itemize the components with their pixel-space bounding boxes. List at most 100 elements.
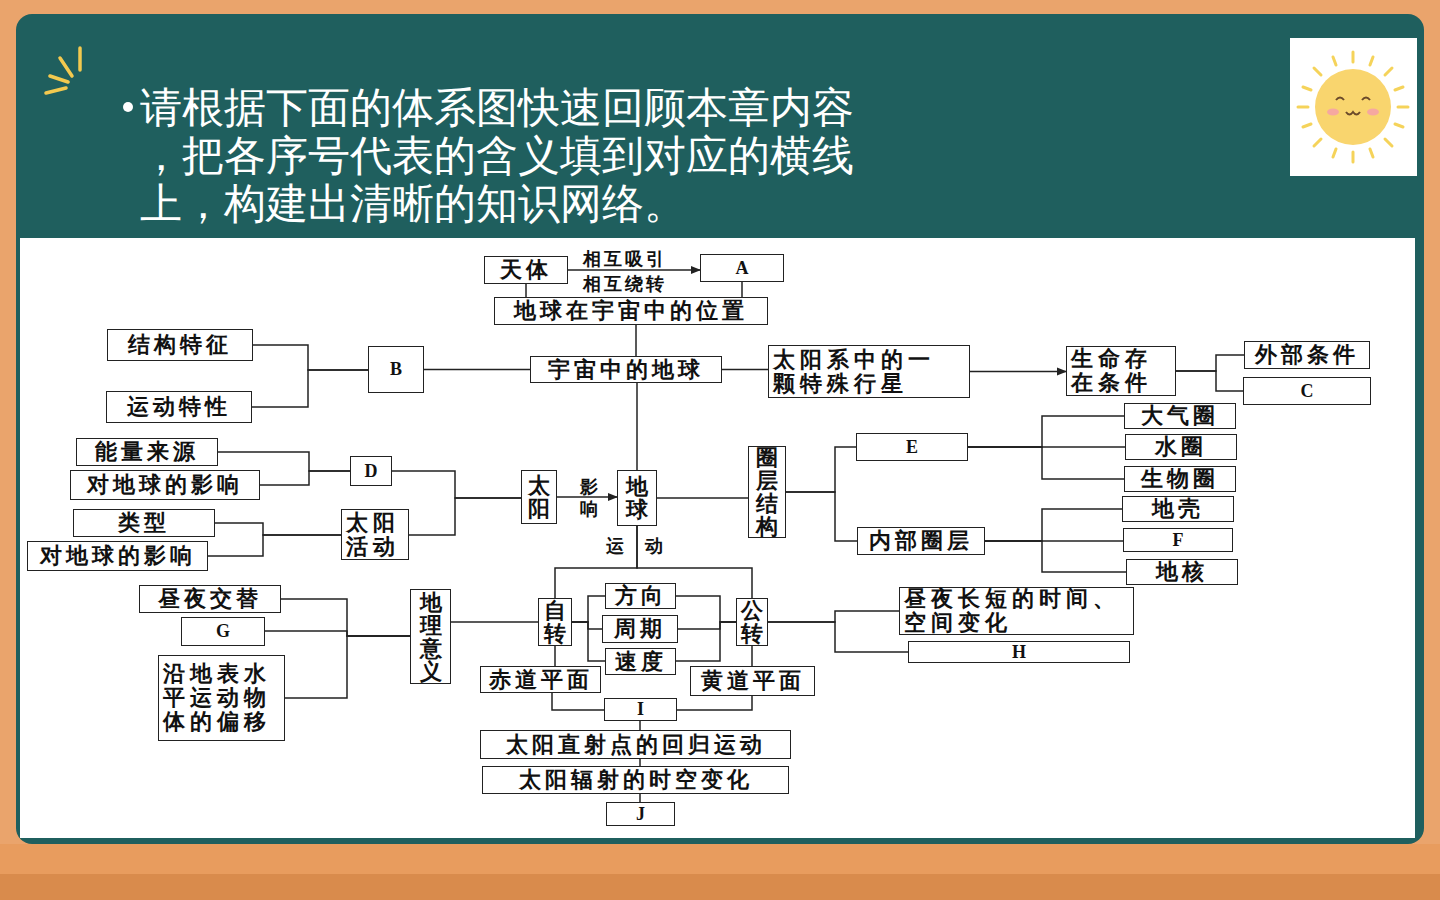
sun-ray [1303,124,1311,127]
node-text: 太阳直射点的回归运动 [506,733,766,757]
concept-box: 运动特性 [106,391,252,423]
vertical-concept-box: 地理意义 [410,589,451,684]
node-text: D [365,461,378,482]
concept-box: 对地球的影响 [27,541,208,571]
node-text: J [636,804,645,825]
connector-line [639,721,641,730]
vertical-concept-box: 地球 [617,470,657,526]
node-text: G [216,621,230,642]
node-text: 生命存 在条件 [1071,347,1171,395]
node-text: 圈层结构 [749,446,785,538]
connector-line [218,452,350,471]
node-text: 天体 [500,258,552,282]
connector-arrow [970,371,1066,373]
connector-line [768,622,908,652]
node-text: 结构特征 [128,333,232,357]
connector-line [985,509,1122,541]
node-text: 宇宙中的地球 [548,358,704,382]
node-text: 黄道平面 [701,669,805,693]
node-text: 太阳系中的一 颗特殊行星 [773,348,965,396]
connector-line [424,369,530,371]
connector-line [677,696,752,710]
decor-stroke [60,58,72,76]
blank-key-box: D [350,456,392,486]
edge-label: 相互吸引 [583,249,667,269]
concept-box: 方向 [605,583,676,609]
connector-line [768,611,899,622]
concept-box: 类型 [73,509,215,537]
sun-eye [1362,98,1370,101]
node-text: 太阳辐射的时空变化 [519,768,753,792]
node-text: A [736,258,749,279]
node-text: C [1301,381,1314,402]
sun-ray [1314,139,1321,146]
concept-box: 对地球的影响 [70,470,260,500]
multiline-concept-box: 太阳 活动 [341,509,409,560]
connector-line [676,596,736,622]
multiline-concept-box: 生命存 在条件 [1066,346,1176,396]
connector-line [636,383,638,470]
blank-key-box: C [1243,377,1371,405]
node-text: 内部圈层 [869,529,973,553]
vertical-concept-box: 公转 [736,598,768,646]
annotation-label: 相互绕转 [583,274,667,294]
node-text: 太阳 [522,474,556,520]
node-text: 沿地表水 平运动物 体的偏移 [163,662,280,734]
concept-box: 赤道平面 [480,666,601,693]
concept-box: 昼夜交替 [139,585,281,613]
concept-box: 外部条件 [1244,341,1370,369]
concept-box: 地核 [1126,559,1238,585]
concept-box: 太阳直射点的回归运动 [480,730,791,759]
sun-ray [1395,124,1403,127]
node-text: E [906,437,918,458]
sun-ray [1298,106,1308,109]
connector-line [552,693,604,710]
blank-key-box: G [181,617,265,646]
node-text: 运动特性 [127,395,231,419]
blank-key-box: A [700,254,784,282]
sun-cheek [1367,109,1379,116]
node-text: 能量来源 [95,440,199,464]
blank-key-box: I [604,698,677,721]
connector-line [253,345,368,370]
concept-box: 大气圈 [1124,403,1236,429]
multiline-concept-box: 太阳系中的一 颗特殊行星 [768,345,970,398]
sun-card [1290,38,1417,176]
node-text: I [637,699,644,720]
sun-ray [1333,57,1336,65]
node-text: 地理意义 [411,591,450,683]
blank-key-box: F [1123,528,1233,552]
concept-box: 速度 [605,648,676,675]
blank-key-box: H [908,641,1130,663]
sun-ray [1395,87,1403,90]
concept-box: 生物圈 [1124,466,1236,492]
concept-box: 太阳辐射的时空变化 [482,766,789,794]
connector-arrow [568,269,700,271]
node-text: 周期 [614,617,666,641]
connector-line [252,370,368,407]
sun-ray [1385,139,1392,146]
node-text: B [390,359,402,380]
chalk-ledge [0,844,1440,900]
connector-line [786,492,857,541]
concept-box: 内部圈层 [857,527,985,555]
connector-line [741,282,743,297]
sun-eye [1336,98,1344,101]
connector-line [451,621,538,623]
node-text: F [1173,530,1184,551]
decor-stroke [78,48,82,70]
chalk-ledge-shadow [0,874,1440,900]
concept-box: 能量来源 [76,438,218,466]
sun-ray [1352,52,1355,62]
concept-box: 结构特征 [107,329,253,361]
connector-line [786,447,856,492]
annotation-label: 运动 [606,536,684,556]
connector-line [968,416,1124,447]
concept-box: 宇宙中的地球 [530,356,722,383]
node-text: 大气圈 [1141,404,1219,428]
sun-ray [1303,87,1311,90]
connector-line [572,596,605,622]
node-text: 地核 [1156,560,1208,584]
